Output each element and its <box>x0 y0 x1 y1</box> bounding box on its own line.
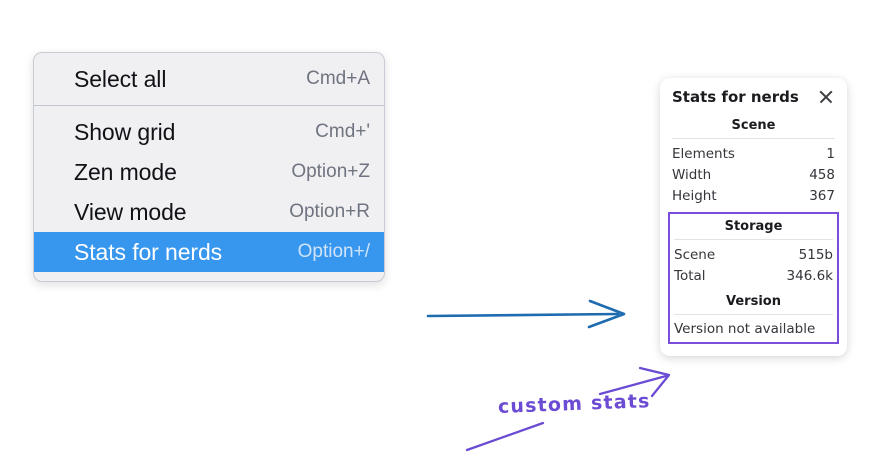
purple-underline-stroke <box>465 421 545 452</box>
stat-key: Total <box>674 267 706 284</box>
stat-row-storage-total: Total 346.6k <box>674 265 833 286</box>
menu-item-shortcut: Option+R <box>289 201 370 222</box>
stat-row-width: Width 458 <box>672 164 835 185</box>
menu-item-label: Zen mode <box>74 158 177 185</box>
version-text: Version not available <box>674 321 816 337</box>
menu-item-view-mode[interactable]: View mode Option+R <box>34 192 384 232</box>
stats-panel-header: Stats for nerds <box>672 88 835 106</box>
stat-key: Scene <box>674 246 716 263</box>
storage-divider <box>674 239 833 240</box>
stat-value: 515b <box>798 246 833 263</box>
stat-value: 1 <box>826 145 835 162</box>
stats-panel-title: Stats for nerds <box>672 88 799 106</box>
blue-arrow-icon <box>426 299 626 329</box>
stat-value: 458 <box>809 166 835 183</box>
menu-separator <box>34 105 384 106</box>
menu-item-label: Select all <box>74 65 167 92</box>
menu-item-stats-for-nerds[interactable]: Stats for nerds Option+/ <box>34 232 384 272</box>
stat-row-height: Height 367 <box>672 185 835 206</box>
menu-group-2: Show grid Cmd+' Zen mode Option+Z View m… <box>34 112 384 272</box>
context-menu: Select all Cmd+A Show grid Cmd+' Zen mod… <box>33 52 385 282</box>
menu-item-show-grid[interactable]: Show grid Cmd+' <box>34 112 384 152</box>
menu-item-shortcut: Cmd+' <box>315 121 370 142</box>
menu-item-shortcut: Option+/ <box>297 241 370 262</box>
scene-divider <box>672 138 835 139</box>
stat-value: 367 <box>809 187 835 204</box>
version-divider <box>674 314 833 315</box>
custom-stats-highlight-box: Storage Scene 515b Total 346.6k Version … <box>668 212 839 344</box>
scene-section-title: Scene <box>731 118 776 133</box>
stat-key: Width <box>672 166 712 183</box>
stat-value: 346.6k <box>786 267 833 284</box>
menu-item-label: Show grid <box>74 118 176 145</box>
menu-item-shortcut: Option+Z <box>291 161 370 182</box>
version-section-title: Version <box>726 294 781 309</box>
handwritten-note: custom stats <box>497 390 651 418</box>
storage-section-title: Storage <box>724 219 783 234</box>
stat-row-elements: Elements 1 <box>672 143 835 164</box>
menu-item-select-all[interactable]: Select all Cmd+A <box>34 59 384 99</box>
close-icon[interactable] <box>817 88 835 106</box>
menu-item-shortcut: Cmd+A <box>306 68 370 89</box>
stat-key: Height <box>672 187 717 204</box>
menu-group-1: Select all Cmd+A <box>34 59 384 99</box>
menu-item-label: Stats for nerds <box>74 238 223 265</box>
stat-key: Elements <box>672 145 735 162</box>
menu-item-zen-mode[interactable]: Zen mode Option+Z <box>34 152 384 192</box>
stats-for-nerds-panel: Stats for nerds Scene Elements 1 Width 4… <box>660 78 847 356</box>
stat-row-storage-scene: Scene 515b <box>674 244 833 265</box>
menu-item-label: View mode <box>74 198 187 225</box>
